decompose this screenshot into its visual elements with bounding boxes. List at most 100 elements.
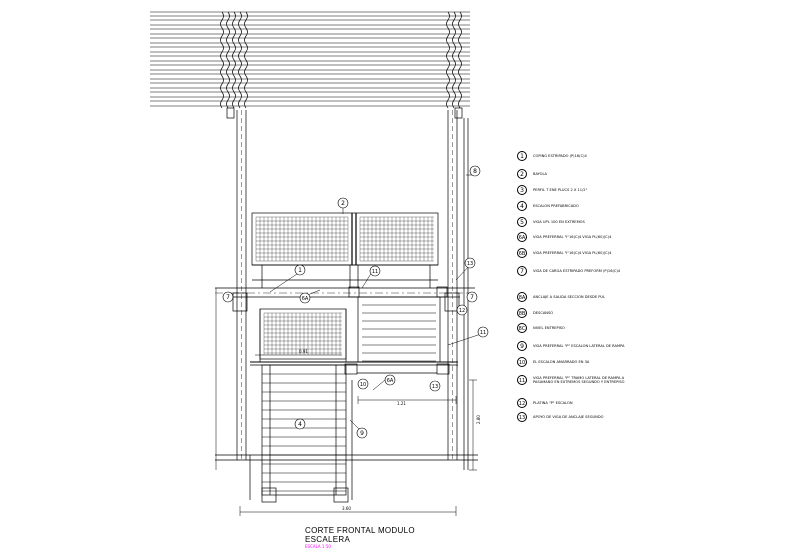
dim-stair-width: 0.91 <box>299 349 308 354</box>
legend-item: 5 VIGA UPL 100 EN EXTREMOS <box>517 216 585 228</box>
legend-number: 1 <box>517 151 527 161</box>
legend-number: 9 <box>517 341 527 351</box>
callout-c2: 2 <box>337 197 349 209</box>
drawing-subtitle: ESCALERA <box>305 535 351 544</box>
right-bracket <box>454 107 463 119</box>
base-right <box>333 487 349 503</box>
callout-c12: 12 <box>456 304 468 316</box>
legend-number: 7 <box>517 266 527 276</box>
legend-item: 1 COPING ESTRIPADO (P)16(C)4 <box>517 150 587 162</box>
left-column <box>236 110 247 460</box>
roof-purlins <box>150 11 470 107</box>
legend-text: ANCLAJE A SALIDA SECCION DESDE PUL <box>533 294 606 299</box>
legend-number: 4 <box>517 201 527 211</box>
legend-number: 8B <box>517 308 527 318</box>
callout-label: 7 <box>470 294 474 301</box>
legend-text: VIGA PREFERRAL "P" ESCALON LATERAL DE RA… <box>533 343 625 348</box>
callout-label: 2 <box>341 200 345 207</box>
legend-text: VIGA UPL 100 EN EXTREMOS <box>533 219 585 224</box>
callout-c13b: 13 <box>429 380 441 392</box>
right-column-top <box>446 11 462 109</box>
legend-text: NIVEL ENTREPISO <box>533 325 565 330</box>
legend-number: 6A <box>517 232 527 242</box>
lower-stair-steps <box>262 373 346 492</box>
callout-label: 1 <box>298 267 302 274</box>
legend-item: 8A ANCLAJE A SALIDA SECCION DESDE PUL <box>517 291 605 303</box>
callout-label: 8 <box>473 168 477 175</box>
upper-stair-steps <box>362 304 436 362</box>
legend-item: 13 APOYO DE VIGA DE ANCLAJE SEGUNDO <box>517 411 603 423</box>
legend-number: 5 <box>517 217 527 227</box>
title-block: CORTE FRONTAL MODULO ESCALERA ESCALA 1:5… <box>305 526 415 550</box>
callout-label: 13 <box>467 261 473 267</box>
mesh-panel <box>359 216 434 262</box>
legend-number: 6B <box>517 248 527 258</box>
callout-label: 11 <box>372 269 378 275</box>
callout-c6b: 6A <box>384 374 396 386</box>
legend-item: 4 ESCALON PREFABRICADO <box>517 200 579 212</box>
callout-c8: 8 <box>469 165 481 177</box>
right-column <box>447 110 458 460</box>
legend-text: PLATINA "P" ESCALON <box>533 400 573 405</box>
callout-c1: 1 <box>294 264 306 276</box>
callout-c4: 4 <box>294 418 306 430</box>
callout-c6a: 6A <box>299 292 311 304</box>
mesh-panel <box>263 312 342 355</box>
legend-number: 13 <box>517 412 527 422</box>
callout-label: 12 <box>459 308 465 314</box>
legend-text: VIGA PREFERRAL "I"16(C)4 VIGA PL(60)(C)4 <box>533 250 612 255</box>
legend-text: BAYOLA <box>533 171 548 176</box>
drawing-title: CORTE FRONTAL MODULO <box>305 526 415 535</box>
landing-slab <box>215 286 475 312</box>
dimension-lines <box>215 288 477 516</box>
leader-lines <box>269 174 485 433</box>
callout-label: 9 <box>360 430 364 437</box>
left-column-top <box>220 11 248 109</box>
legend-item: 7 VIGA DE CARGA ESTRIPADO PREFORM (P)16(C… <box>517 265 620 277</box>
legend-number: 3 <box>517 185 527 195</box>
legend-text: VIGA PREFERRAL "P" TRAMO LATERAL DE RAMP… <box>533 375 625 385</box>
callout-c10: 10 <box>357 378 369 390</box>
callout-c7a: 7 <box>222 291 234 303</box>
callout-label: 11 <box>480 330 486 336</box>
legend-number: 8A <box>517 292 527 302</box>
legend-item: 2 BAYOLA <box>517 168 547 180</box>
callout-label: 13 <box>432 384 438 390</box>
legend-text: APOYO DE VIGA DE ANCLAJE SEGUNDO <box>533 414 604 419</box>
legend-item: 6B VIGA PREFERRAL "I"16(C)4 VIGA PL(60)(C… <box>517 247 611 259</box>
lower-flight <box>261 364 347 496</box>
callout-c13a: 13 <box>464 257 476 269</box>
legend-number: 2 <box>517 169 527 179</box>
upper-flight <box>357 296 441 363</box>
legend-text: PERFIL T ENE PLUCS 2 X 11/2" <box>533 187 588 192</box>
drawing-scale: ESCALA 1:50 <box>305 544 331 549</box>
callout-label: 6A <box>302 296 309 302</box>
legend-item: 3 PERFIL T ENE PLUCS 2 X 11/2" <box>517 184 587 196</box>
legend-number: 11 <box>517 375 527 385</box>
callout-label: 10 <box>360 382 366 388</box>
callout-label: 7 <box>226 294 230 301</box>
legend-item: 11 VIGA PREFERRAL "P" TRAMO LATERAL DE RA… <box>517 374 643 386</box>
legend-item: 9 VIGA PREFERRAL "P" ESCALON LATERAL DE R… <box>517 340 624 352</box>
legend-number: 10 <box>517 357 527 367</box>
dim-total-width: 3.60 <box>342 506 351 511</box>
callout-c7b: 7 <box>466 291 478 303</box>
callout-c9: 9 <box>356 427 368 439</box>
legend-number: 8C <box>517 323 527 333</box>
callout-label: 6A <box>387 378 394 384</box>
legend-item: 8C NIVEL ENTREPISO <box>517 322 565 334</box>
legend-text: VIGA DE CARGA ESTRIPADO PREFORM (P)16(C)… <box>533 268 621 273</box>
legend-item: 10 EL ESCALON AMARRADO EN 3A <box>517 356 589 368</box>
base-left <box>261 487 277 503</box>
legend-item: 12 PLATINA "P" ESCALON <box>517 397 573 409</box>
legend-number: 12 <box>517 398 527 408</box>
legend-text: EL ESCALON AMARRADO EN 3A <box>533 359 590 364</box>
legend-text: COPING ESTRIPADO (P)16(C)4 <box>533 153 587 158</box>
callout-c11a: 11 <box>369 265 381 277</box>
callout-c11b: 11 <box>477 326 489 338</box>
legend-text: ESCALON PREFABRICADO <box>533 203 579 208</box>
